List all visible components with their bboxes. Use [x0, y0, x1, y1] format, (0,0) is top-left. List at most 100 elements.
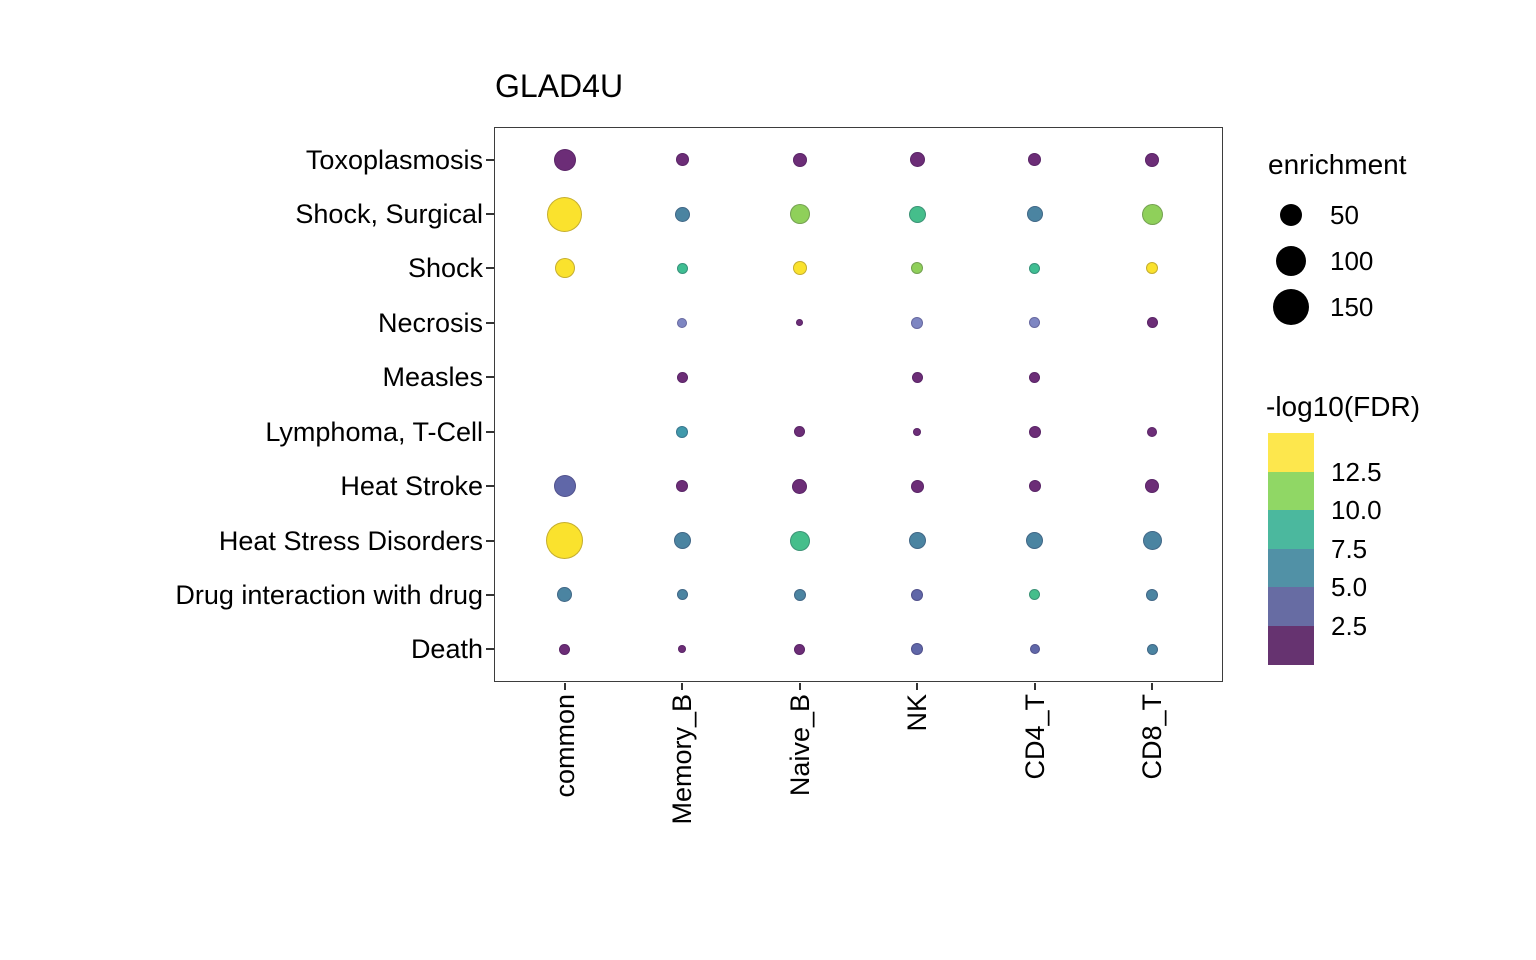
y-axis-label: Shock	[407, 253, 483, 284]
dot	[676, 371, 688, 383]
legend-size-key-label: 150	[1330, 292, 1374, 322]
y-axis-label: Heat Stroke	[340, 471, 483, 502]
dot	[1028, 153, 1042, 167]
dot	[1147, 426, 1158, 437]
y-tick	[486, 648, 494, 651]
dot	[1029, 262, 1041, 274]
colorbar-block	[1268, 510, 1314, 549]
dot	[1146, 317, 1158, 329]
y-axis-label: Measles	[382, 362, 483, 393]
dot	[1026, 532, 1044, 550]
y-tick	[486, 321, 494, 324]
dot	[913, 427, 922, 436]
dot	[553, 475, 576, 498]
x-tick	[563, 683, 566, 690]
y-tick	[486, 430, 494, 433]
y-axis-label: Heat Stress Disorders	[218, 525, 483, 556]
dot	[676, 425, 689, 438]
y-tick	[486, 539, 494, 542]
dot	[673, 532, 691, 550]
dot	[676, 589, 688, 601]
colorbar-block	[1268, 625, 1314, 665]
chart-title: GLAD4U	[495, 68, 624, 104]
dot	[677, 317, 688, 328]
colorbar-block	[1268, 548, 1314, 588]
dot	[1029, 371, 1041, 383]
legend-size-key-dot	[1276, 246, 1306, 276]
dot	[676, 480, 689, 493]
dot	[553, 148, 576, 171]
dot	[796, 319, 804, 327]
legend-size-key-dot	[1273, 289, 1309, 325]
dot	[793, 588, 806, 601]
dot	[792, 478, 808, 494]
dot	[792, 261, 807, 276]
dot	[557, 587, 573, 603]
y-tick	[486, 213, 494, 216]
y-tick	[486, 485, 494, 488]
dot	[792, 152, 807, 167]
x-tick	[681, 683, 684, 690]
dot	[675, 153, 689, 167]
dot	[794, 426, 806, 438]
dot	[1141, 203, 1163, 225]
colorbar-block	[1268, 433, 1314, 472]
dot	[674, 206, 690, 222]
plot-panel	[494, 127, 1223, 682]
colorbar-tick-label: 2.5	[1331, 610, 1368, 641]
colorbar-tick-label: 10.0	[1331, 495, 1382, 525]
dot	[909, 152, 925, 168]
x-tick	[1033, 683, 1036, 690]
dot	[1146, 643, 1158, 655]
y-axis-label: Death	[410, 634, 483, 665]
dot	[546, 522, 584, 560]
dot	[910, 479, 924, 493]
dot	[1146, 262, 1159, 275]
y-tick	[486, 593, 494, 596]
dot	[1028, 425, 1041, 438]
dot	[547, 196, 583, 232]
dot	[789, 204, 810, 225]
x-tick	[916, 683, 919, 690]
dot	[789, 530, 810, 551]
dot	[1029, 317, 1041, 329]
y-axis-label: Shock, Surgical	[295, 199, 483, 230]
dot	[908, 532, 926, 550]
dot	[911, 588, 924, 601]
y-tick	[486, 376, 494, 379]
colorbar-tick-label: 12.5	[1331, 456, 1382, 487]
y-tick	[486, 267, 494, 270]
y-axis-label: Necrosis	[377, 307, 483, 338]
x-tick	[1151, 683, 1154, 690]
dot	[1029, 589, 1041, 601]
x-tick	[798, 683, 801, 690]
dot	[911, 643, 924, 656]
dot	[1142, 531, 1162, 551]
dot	[1026, 206, 1043, 223]
dot	[911, 371, 923, 383]
y-axis-label: Drug interaction with drug	[175, 579, 483, 610]
y-axis-label: Toxoplasmosis	[305, 144, 483, 175]
dot	[678, 645, 687, 654]
dot	[559, 643, 571, 655]
legend-size-key-dot	[1280, 204, 1302, 226]
colorbar-tick-label: 7.5	[1331, 533, 1368, 564]
dot	[676, 262, 688, 274]
dot	[1146, 588, 1159, 601]
dot	[911, 316, 924, 329]
dot	[794, 643, 806, 655]
dot	[1145, 152, 1160, 167]
colorbar-tick-label: 5.0	[1331, 572, 1368, 602]
dot	[1028, 480, 1041, 493]
dot	[554, 258, 575, 279]
colorbar-block	[1268, 587, 1314, 626]
dot	[1029, 644, 1040, 655]
size-legend-title: enrichment	[1268, 149, 1407, 180]
dot	[1145, 479, 1160, 494]
